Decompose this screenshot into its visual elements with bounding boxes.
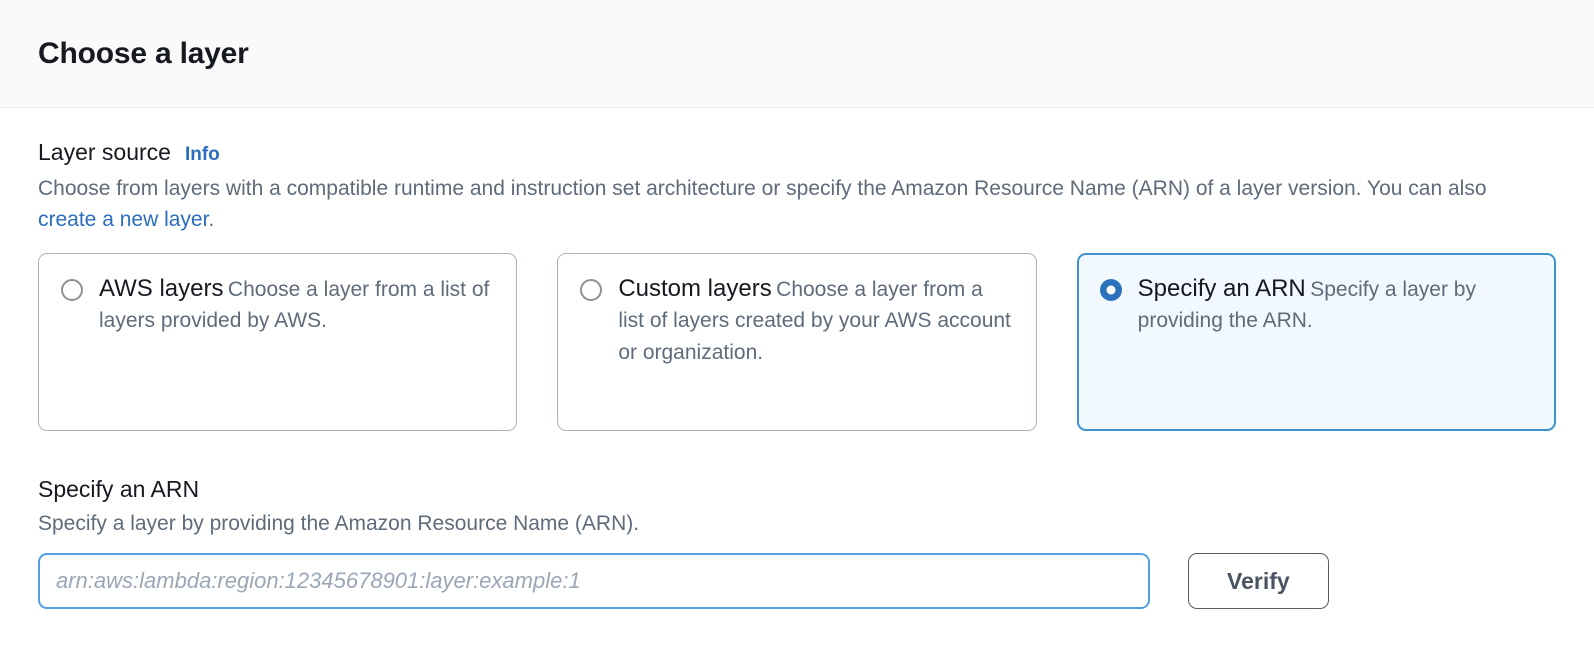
layer-source-label: Layer source bbox=[38, 139, 171, 165]
radio-icon-specify-an-arn[interactable] bbox=[1099, 278, 1122, 301]
arn-input[interactable] bbox=[38, 553, 1150, 610]
layer-source-option-specify-an-arn[interactable]: Specify an ARN Specify a layer by provid… bbox=[1076, 252, 1556, 431]
arn-input-row: Verify bbox=[38, 553, 1556, 610]
arn-section: Specify an ARN Specify a layer by provid… bbox=[38, 475, 1556, 610]
page-title: Choose a layer bbox=[38, 37, 249, 70]
arn-section-description: Specify a layer by providing the Amazon … bbox=[38, 511, 640, 535]
option-description-custom-layers: Choose a layer from a list of layers cre… bbox=[618, 277, 1011, 364]
option-title-specify-an-arn: Specify an ARN bbox=[1137, 274, 1306, 302]
option-text-aws-layers: AWS layers Choose a layer from a list of… bbox=[99, 274, 494, 408]
radio-icon-custom-layers[interactable] bbox=[580, 278, 603, 301]
layer-source-description-period: . bbox=[208, 207, 215, 231]
info-link[interactable]: Info bbox=[184, 144, 220, 165]
create-a-new-layer-link[interactable]: create a new layer bbox=[38, 207, 209, 231]
arn-section-title: Specify an ARN bbox=[38, 475, 200, 502]
option-description-aws-layers: Choose a layer from a list of layers pro… bbox=[99, 277, 490, 333]
layer-source-option-aws-layers[interactable]: AWS layers Choose a layer from a list of… bbox=[38, 252, 518, 431]
option-text-custom-layers: Custom layers Choose a layer from a list… bbox=[618, 274, 1013, 408]
layer-source-options: AWS layers Choose a layer from a list of… bbox=[38, 252, 1556, 431]
modal-body: Layer source Info Choose from layers wit… bbox=[0, 108, 1594, 610]
layer-source-option-custom-layers[interactable]: Custom layers Choose a layer from a list… bbox=[557, 252, 1037, 431]
modal-header: Choose a layer bbox=[0, 0, 1594, 108]
verify-button[interactable]: Verify bbox=[1188, 553, 1329, 610]
layer-source-description: Choose from layers with a compatible run… bbox=[38, 173, 1498, 235]
option-title-aws-layers: AWS layers bbox=[99, 274, 224, 302]
layer-source-description-text: Choose from layers with a compatible run… bbox=[38, 176, 1487, 200]
option-description-specify-an-arn: Specify a layer by providing the ARN. bbox=[1137, 277, 1476, 333]
layer-source-label-row: Layer source Info bbox=[38, 138, 1556, 167]
option-text-specify-an-arn: Specify an ARN Specify a layer by provid… bbox=[1138, 274, 1533, 408]
radio-icon-aws-layers[interactable] bbox=[61, 278, 83, 301]
option-title-custom-layers: Custom layers bbox=[618, 274, 772, 302]
